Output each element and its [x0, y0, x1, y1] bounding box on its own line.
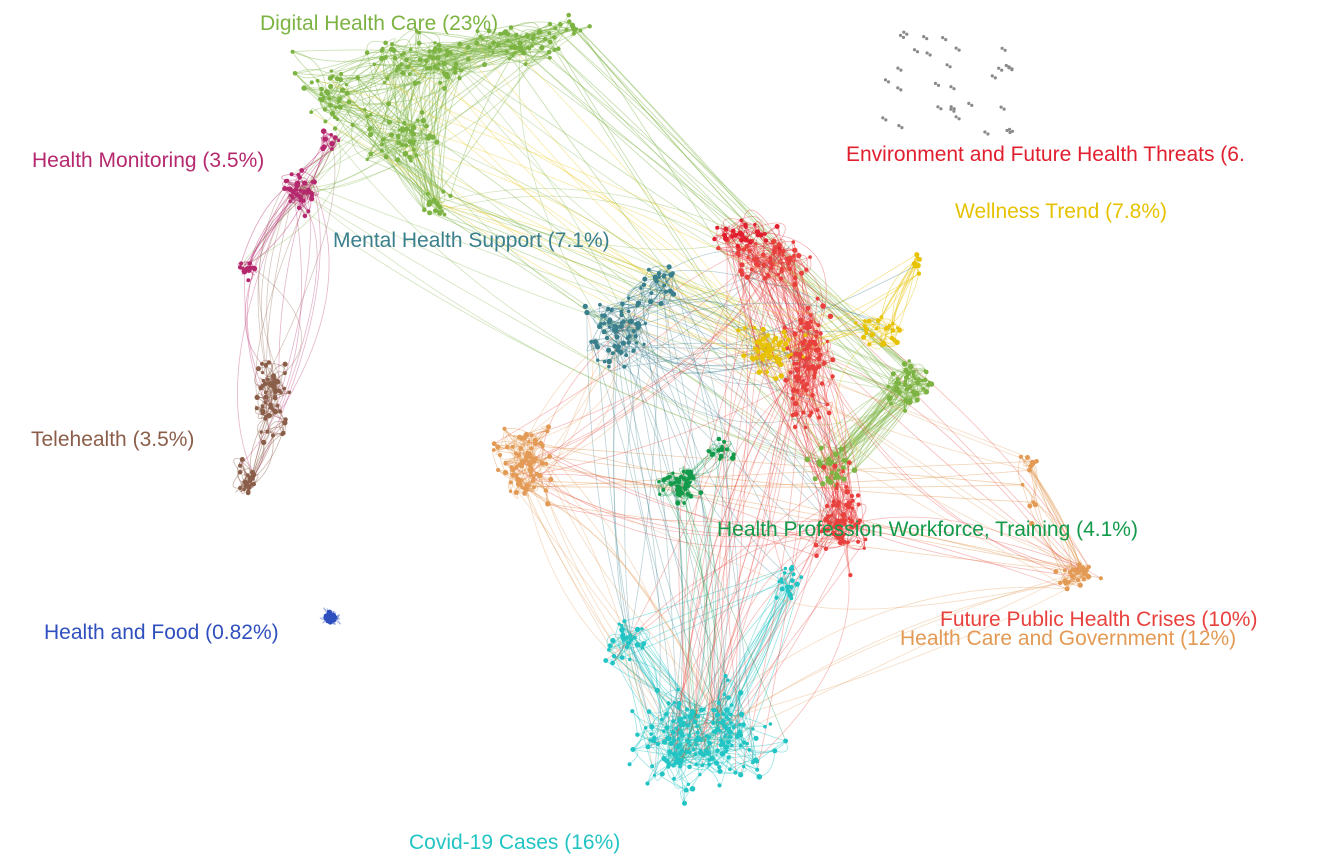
- cluster-label-digital-health-care: Digital Health Care (23%): [260, 12, 499, 35]
- cluster-label-mental-health-support: Mental Health Support (7.1%): [333, 229, 610, 252]
- cluster-label-wellness-trend: Wellness Trend (7.8%): [955, 200, 1168, 223]
- network-edges: [232, 14, 1102, 804]
- cluster-label-health-and-food: Health and Food (0.82%): [44, 621, 279, 644]
- network-nodes: [237, 12, 1103, 806]
- cluster-label-environment: Environment and Future Health Threats (6…: [846, 143, 1245, 166]
- cluster-label-covid-19-cases: Covid-19 Cases (16%): [409, 831, 621, 854]
- cluster-label-health-monitoring: Health Monitoring (3.5%): [32, 149, 265, 172]
- cluster-label-telehealth: Telehealth (3.5%): [31, 428, 195, 451]
- cluster-label-workforce-training: Health Profession Workforce, Training (4…: [717, 518, 1138, 541]
- cluster-label-care-and-government: Health Care and Government (12%): [900, 627, 1237, 650]
- cluster-label-future-crises: Future Public Health Crises (10%): [940, 608, 1258, 631]
